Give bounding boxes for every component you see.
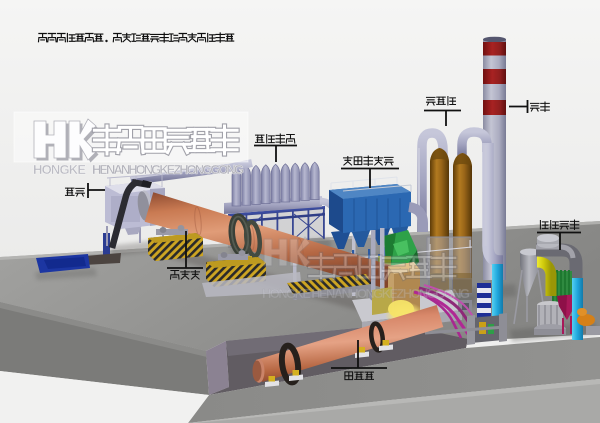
svg-text:HONGKE HENANHONGKEZHONGGONG: HONGKE HENANHONGKEZHONGGONG <box>262 286 470 301</box>
svg-text:HENANHONGKEZHONGGONG: HENANHONGKEZHONGGONG <box>92 162 244 177</box>
svg-text:HONGKE: HONGKE <box>33 162 86 177</box>
